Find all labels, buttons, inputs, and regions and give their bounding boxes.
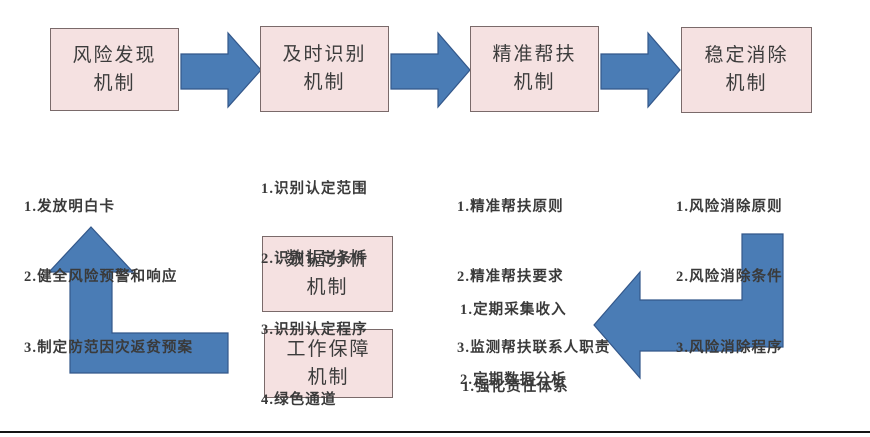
support2-box-line2: 机制 bbox=[307, 366, 350, 388]
stage2-box-line2: 机制 bbox=[303, 72, 346, 93]
list-item: 1.精准帮扶原则 bbox=[457, 198, 564, 215]
stage1-box[interactable]: 风险发现 机制 bbox=[50, 28, 179, 111]
list-item: 3.监测帮扶联系人职责 bbox=[457, 339, 611, 356]
bottom-divider bbox=[0, 431, 870, 433]
support1-item-list: 1.定期采集收入 2.定期数据分析 3.注重成果运用 bbox=[460, 252, 567, 437]
stage2-item-list: 1.识别认定范围 2.识别认定条件 3.识别认定程序 4.绿色通道 bbox=[261, 131, 368, 437]
support2-box[interactable]: 工作保障 机制 bbox=[264, 329, 393, 398]
stage1-item-list: 1.发放明白卡 2.健全风险预警和响应 3.制定防范因灾返贫预案 bbox=[24, 149, 193, 407]
list-item: 3.制定防范因灾返贫预案 bbox=[24, 339, 194, 356]
list-item: 1.定期采集收入 bbox=[460, 301, 567, 318]
support1-box-line2: 机制 bbox=[306, 277, 349, 298]
stage3-box-line2: 机制 bbox=[513, 72, 556, 93]
list-item: 4.绿色通道 bbox=[261, 392, 337, 409]
list-item: 2.精准帮扶要求 bbox=[457, 269, 564, 286]
list-item: 1.识别认定范围 bbox=[261, 180, 368, 197]
stage2-box-line1: 及时识别 bbox=[282, 44, 367, 66]
list-item: 2.识别认定条件 bbox=[261, 251, 368, 268]
stage2-box[interactable]: 及时识别 机制 bbox=[260, 26, 389, 112]
flow-arrow-1-icon bbox=[180, 31, 262, 109]
stage3-box[interactable]: 精准帮扶 机制 bbox=[470, 26, 599, 112]
list-item: 2.健全风险预警和响应 bbox=[24, 269, 178, 286]
support2-item-list: 1.强化责任体系 2.强化政策支持 3.强化赛马激励 bbox=[462, 329, 569, 437]
list-item: 2.定期数据分析 bbox=[460, 372, 567, 389]
list-item: 1.发放明白卡 bbox=[24, 198, 116, 215]
flow-arrow-2-icon bbox=[390, 31, 471, 109]
flow-arrow-3-icon bbox=[600, 31, 681, 109]
stage4-box[interactable]: 稳定消除 机制 bbox=[681, 27, 812, 113]
stage1-box-line2: 机制 bbox=[93, 72, 136, 94]
list-item: 3.识别认定程序 bbox=[261, 321, 368, 338]
list-item: 1.风险消除原则 bbox=[676, 198, 783, 215]
list-item: 2.风险消除条件 bbox=[676, 269, 783, 286]
stage1-box-line1: 风险发现 bbox=[72, 44, 157, 66]
support2-box-line1: 工作保障 bbox=[286, 338, 371, 360]
stage3-box-line1: 精准帮扶 bbox=[492, 44, 577, 66]
stage3-item-list: 1.精准帮扶原则 2.精准帮扶要求 3.监测帮扶联系人职责 bbox=[457, 149, 610, 407]
support1-box[interactable]: 数据分析 机制 bbox=[262, 236, 393, 312]
stage4-box-line1: 稳定消除 bbox=[704, 45, 789, 67]
support1-box-line1: 数据分析 bbox=[285, 249, 370, 271]
stage4-item-list: 1.风险消除原则 2.风险消除条件 3.风险消除程序 bbox=[676, 149, 783, 407]
list-item: 3.风险消除程序 bbox=[676, 339, 783, 356]
stage4-box-line2: 机制 bbox=[725, 73, 768, 94]
list-item: 1.强化责任体系 bbox=[462, 378, 569, 395]
